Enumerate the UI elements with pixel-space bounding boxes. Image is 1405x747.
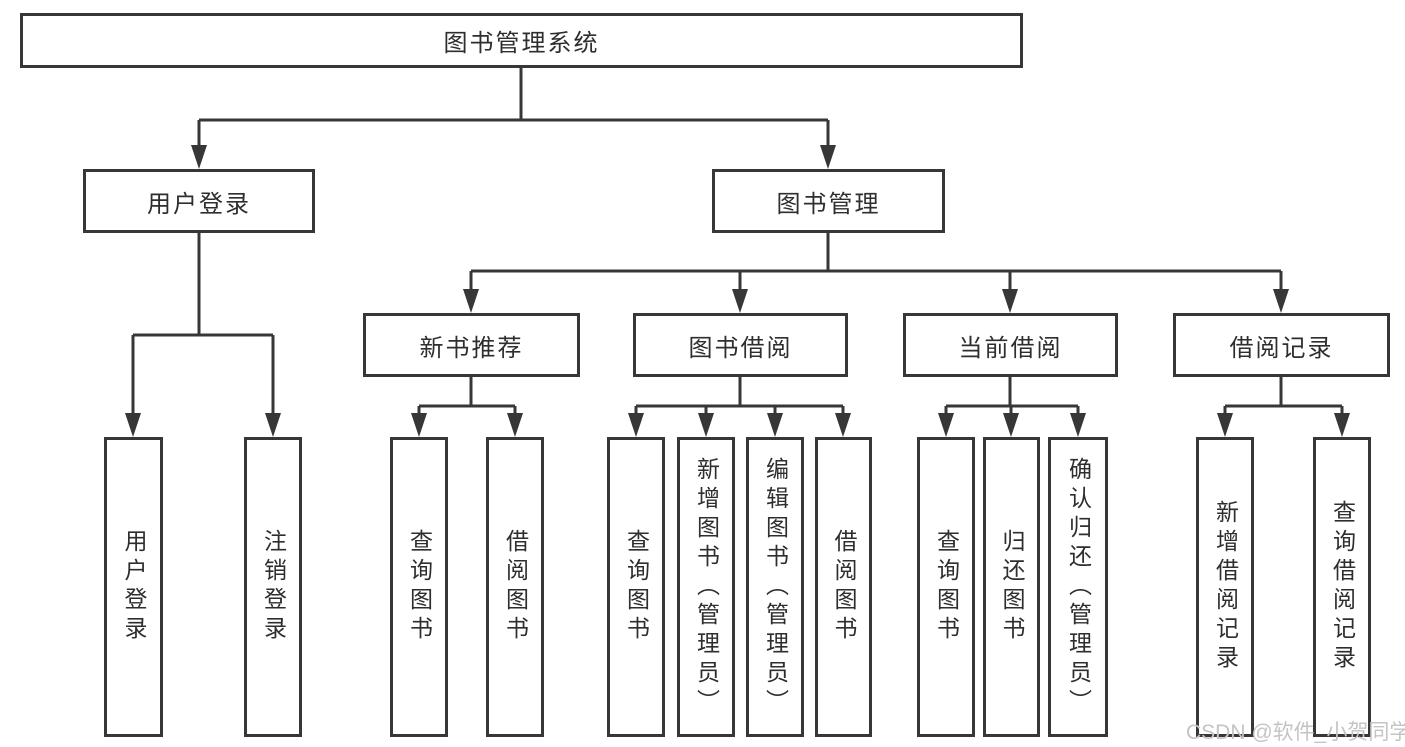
leaf-current-confirm-return-admin: 确认归还（管理员） — [1048, 437, 1108, 737]
arrowhead-icon — [411, 413, 427, 437]
node-label: 查询图书 — [933, 529, 960, 645]
arrowhead-icon — [938, 413, 954, 437]
node-book-borrowing: 图书借阅 — [633, 313, 848, 377]
connector-path — [131, 233, 275, 421]
arrowhead-icon — [191, 145, 207, 169]
arrowhead-icon — [1002, 289, 1018, 313]
node-user-login: 用户登录 — [83, 169, 315, 233]
connector-path — [1223, 377, 1344, 421]
arrowhead-icon — [835, 413, 851, 437]
leaf-borrowing-borrow-books: 借阅图书 — [815, 437, 872, 737]
arrowhead-icon — [820, 145, 836, 169]
leaf-records-add-record: 新增借阅记录 — [1196, 437, 1254, 737]
leaf-borrowing-query-books: 查询图书 — [607, 437, 665, 737]
arrowhead-icon — [463, 289, 479, 313]
connector-path — [469, 233, 1283, 297]
node-borrowing-records: 借阅记录 — [1173, 313, 1390, 377]
leaf-records-query-record: 查询借阅记录 — [1313, 437, 1371, 737]
node-label: 当前借阅 — [958, 334, 1063, 362]
arrowhead-icon — [1217, 413, 1233, 437]
node-label: 查询借阅记录 — [1329, 500, 1356, 674]
node-root: 图书管理系统 — [20, 13, 1023, 68]
arrowhead-icon — [767, 413, 783, 437]
leaf-newbook-query-books: 查询图书 — [390, 437, 448, 737]
node-label: 新书推荐 — [419, 334, 524, 362]
arrowhead-icon — [1334, 413, 1350, 437]
leaf-current-query-books: 查询图书 — [917, 437, 975, 737]
arrowhead-icon — [732, 289, 748, 313]
leaf-borrowing-edit-books-admin: 编辑图书（管理员） — [746, 437, 804, 737]
leaf-user-login: 用户登录 — [104, 437, 163, 737]
node-label: 编辑图书（管理员） — [762, 456, 789, 718]
arrowhead-icon — [1070, 413, 1086, 437]
arrowhead-icon — [507, 413, 523, 437]
node-label: 确认归还（管理员） — [1065, 456, 1092, 718]
arrowhead-icon — [265, 413, 281, 437]
connector-path — [634, 377, 845, 421]
leaf-current-return-books: 归还图书 — [983, 437, 1040, 737]
csdn-watermark: CSDN @软件_小贺同学 — [1186, 721, 1405, 744]
node-label: 借阅图书 — [831, 529, 857, 645]
arrowhead-icon — [1273, 289, 1289, 313]
connector-path — [197, 68, 830, 153]
node-label: 图书管理系统 — [443, 30, 600, 57]
arrowhead-icon — [1003, 413, 1019, 437]
arrowhead-icon — [125, 413, 141, 437]
node-label: 新增图书（管理员） — [693, 456, 720, 718]
node-book-management: 图书管理 — [712, 169, 945, 233]
node-label: 新增借阅记录 — [1212, 500, 1239, 674]
node-current-borrowing: 当前借阅 — [903, 313, 1118, 377]
arrowhead-icon — [628, 413, 644, 437]
node-label: 图书管理 — [776, 190, 881, 218]
node-label: 注销登录 — [260, 529, 287, 645]
node-label: 用户登录 — [121, 529, 147, 645]
node-label: 借阅图书 — [502, 529, 529, 645]
arrowhead-icon — [698, 413, 714, 437]
node-label: 用户登录 — [147, 190, 251, 218]
node-new-book-recommend: 新书推荐 — [363, 313, 580, 377]
node-label: 查询图书 — [623, 529, 650, 645]
connector-path — [417, 377, 517, 421]
leaf-borrowing-add-books-admin: 新增图书（管理员） — [677, 437, 735, 737]
leaf-newbook-borrow-books: 借阅图书 — [486, 437, 544, 737]
node-label: 查询图书 — [406, 529, 433, 645]
node-label: 归还图书 — [999, 529, 1025, 645]
leaf-logout: 注销登录 — [244, 437, 302, 737]
node-label: 借阅记录 — [1229, 334, 1334, 362]
node-label: 图书借阅 — [688, 334, 793, 362]
